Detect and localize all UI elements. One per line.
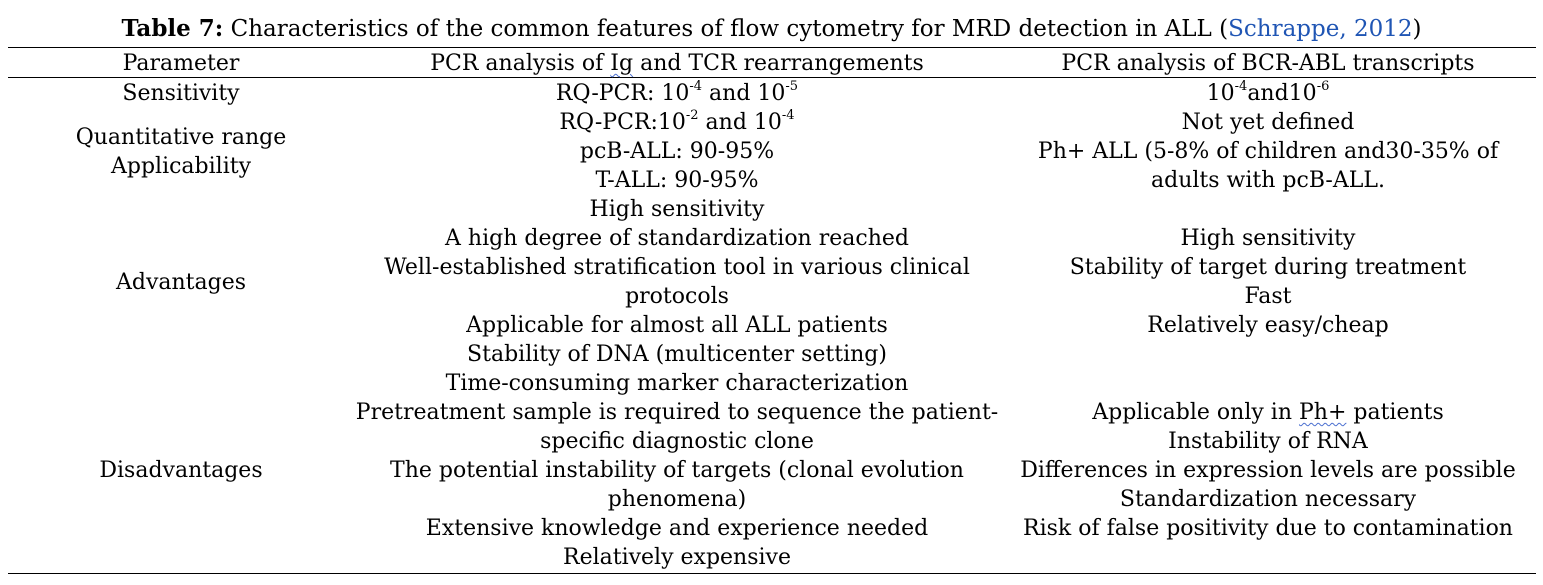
disadvantages-ig-tcr: Time-consuming marker characterization P…	[354, 369, 1000, 572]
quantitative-range-ig-tcr: RQ-PCR:10-2 and 10-4	[559, 107, 795, 135]
quantitative-range-bcr-abl: Not yet defined	[1181, 110, 1355, 135]
advantage-item: High sensitivity	[1180, 226, 1356, 251]
advantage-item: Applicable for almost all ALL patients	[466, 313, 888, 338]
disadvantage-item: Extensive knowledge and experience neede…	[425, 516, 929, 541]
row-label-advantages: Advantages	[115, 270, 247, 295]
disadvantage-item: Time-consuming marker characterization	[445, 371, 909, 396]
disadvantage-item: Pretreatment sample is required to seque…	[355, 400, 999, 425]
advantage-item: High sensitivity	[589, 197, 765, 222]
disadvantage-item: Standardization necessary	[1119, 487, 1417, 512]
advantages-ig-tcr: High sensitivity A high degree of standa…	[354, 195, 1000, 369]
header-bcr-abl: PCR analysis of BCR-ABL transcripts	[1061, 51, 1475, 76]
advantage-item: Stability of target during treatment	[1069, 255, 1467, 280]
advantage-item: A high degree of standardization reached	[445, 226, 909, 251]
header-rule	[8, 77, 1536, 78]
advantages-bcr-abl: High sensitivity Stability of target dur…	[1000, 224, 1536, 340]
table-caption-text: Characteristics of the common features o…	[223, 16, 1229, 42]
disadvantage-item: Risk of false positivity due to contamin…	[1023, 516, 1513, 541]
row-label-applicability: Applicability	[110, 154, 252, 179]
advantage-item: Well-established stratification tool in …	[384, 255, 970, 280]
applicability-bcr-abl-line: Ph+ ALL (5-8% of children and30-35% of	[1037, 139, 1499, 164]
top-rule	[8, 47, 1536, 48]
advantage-item: Relatively easy/cheap	[1147, 313, 1389, 338]
disadvantage-item: The potential instability of targets (cl…	[390, 458, 964, 483]
sensitivity-ig-tcr: RQ-PCR: 10-4 and 10-5	[555, 78, 799, 106]
applicability-bcr-abl: Ph+ ALL (5-8% of children and30-35% of a…	[1000, 137, 1536, 195]
disadvantage-item: Relatively expensive	[563, 545, 791, 570]
applicability-ig-tcr-line: T-ALL: 90-95%	[595, 168, 759, 193]
advantage-item: Stability of DNA (multicenter setting)	[467, 342, 887, 367]
table-caption-label: Table 7:	[121, 15, 224, 42]
row-label-sensitivity: Sensitivity	[122, 81, 240, 106]
advantage-item: Fast	[1244, 284, 1292, 309]
applicability-ig-tcr-line: pcB-ALL: 90-95%	[579, 139, 775, 164]
row-label-disadvantages: Disadvantages	[99, 458, 263, 483]
citation-link[interactable]: Schrappe, 2012	[1228, 16, 1413, 42]
applicability-bcr-abl-line: adults with pcB-ALL.	[1151, 168, 1385, 193]
disadvantage-item: phenomena)	[607, 487, 747, 512]
disadvantage-item: Applicable only in Ph+ patients	[1092, 400, 1444, 425]
advantage-item: protocols	[625, 284, 729, 309]
disadvantage-item: Differences in expression levels are pos…	[1020, 458, 1516, 483]
disadvantages-bcr-abl: Applicable only in Ph+ patients Instabil…	[1000, 398, 1536, 543]
header-ig-tcr: PCR analysis of Ig and TCR rearrangement…	[430, 51, 924, 76]
header-parameter: Parameter	[122, 51, 240, 76]
row-label-quantitative-range: Quantitative range	[75, 125, 287, 150]
disadvantage-item: Instability of RNA	[1168, 429, 1368, 454]
sensitivity-bcr-abl: 10-4and10-6	[1206, 78, 1330, 106]
table-caption: Table 7: Characteristics of the common f…	[0, 14, 1543, 44]
bottom-rule	[8, 573, 1536, 574]
caption-close-paren: )	[1412, 16, 1422, 42]
applicability-ig-tcr: pcB-ALL: 90-95% T-ALL: 90-95%	[354, 137, 1000, 195]
disadvantage-item: specific diagnostic clone	[540, 429, 814, 454]
